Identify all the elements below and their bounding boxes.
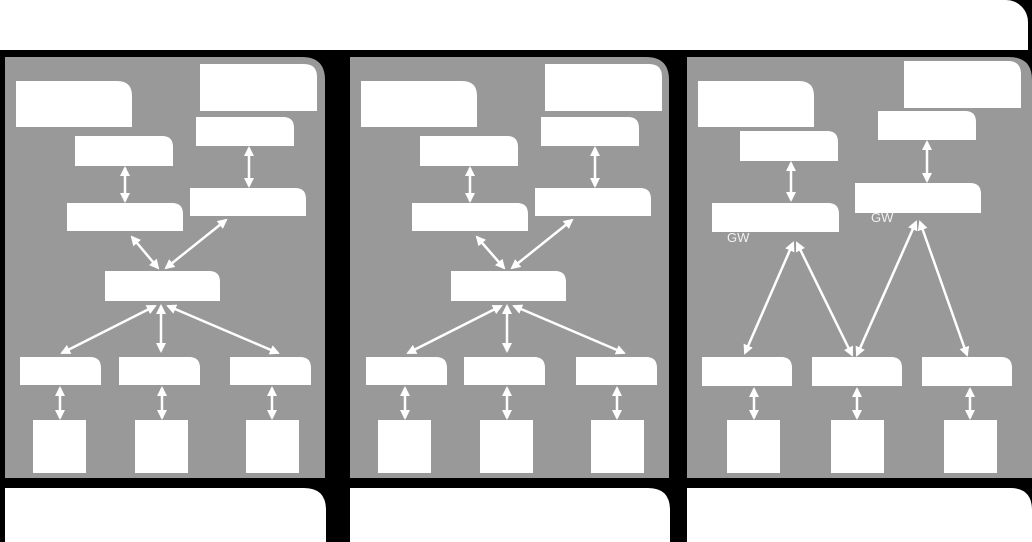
panel-1-arrow-3 [130, 235, 160, 270]
gateway-label-left: GW [727, 230, 750, 245]
panel-1-arrow-5 [60, 304, 157, 355]
bottom-box-3 [687, 488, 1032, 542]
panel-3-box-node-2 [812, 357, 902, 386]
panel-3-arrow-4 [795, 241, 854, 357]
panel-3-box-tier2-right [878, 111, 976, 140]
panel-2-box-tier2-right [541, 117, 639, 146]
panel-2-box-tier2-left [420, 136, 518, 166]
panel-2-box-top-right [545, 64, 662, 111]
bottom-box-2 [350, 488, 670, 542]
panel-2-box-node-1 [366, 357, 447, 385]
panel-1-box-tier3-left [67, 203, 183, 231]
panel-1-box-tier2-left [75, 136, 173, 166]
panel-3-box-tier2-left [740, 131, 838, 161]
gateway-label-right: GW [871, 210, 894, 225]
panel-2-box-top-left [361, 81, 477, 127]
panel-1-box-hub [105, 271, 220, 301]
panel-2-arrow-3 [475, 235, 506, 270]
panel-2-box-tier3-right [535, 188, 651, 216]
panel-1-device-3 [246, 420, 299, 473]
panel-2-box-node-3 [576, 357, 657, 385]
panel-2-device-3 [591, 420, 644, 473]
panel-3-box-node-1 [702, 357, 792, 386]
panel-3-box-top-right [904, 61, 1021, 108]
top-banner [0, 0, 1028, 50]
panel-3-box-gateway-right [855, 183, 981, 213]
panel-1-box-tier2-right [196, 117, 294, 146]
panel-1-box-node-2 [119, 357, 200, 385]
bottom-box-1 [5, 488, 326, 542]
panel-1-device-2 [135, 420, 188, 473]
panel-3-box-top-left [698, 81, 814, 127]
panel-2-arrow-5 [406, 304, 503, 355]
panel-1-box-node-1 [20, 357, 101, 385]
panel-3-box-node-3 [922, 357, 1012, 386]
panel-2-device-1 [378, 420, 431, 473]
panel-3-device-3 [944, 420, 997, 473]
panel-1-device-1 [33, 420, 86, 473]
panel-2-arrow-7 [512, 304, 626, 355]
panel-1 [5, 57, 325, 478]
panel-1-box-top-right [200, 64, 317, 111]
panel-2-box-tier3-left [412, 203, 528, 231]
panel-3 [687, 57, 1032, 478]
panel-1-arrow-7 [166, 304, 280, 355]
panel-3-arrow-3 [743, 241, 795, 355]
panel-1-box-tier3-right [190, 188, 306, 216]
panel-2 [350, 57, 669, 478]
panel-3-arrow-6 [917, 220, 970, 357]
panel-2-box-node-2 [464, 357, 545, 385]
panel-1-arrow-4 [164, 218, 228, 270]
panel-3-device-2 [831, 420, 884, 473]
panel-2-box-hub [451, 271, 566, 301]
panel-3-box-gateway-left [712, 203, 839, 232]
panel-3-arrow-5 [855, 220, 918, 357]
panel-3-device-1 [727, 420, 780, 473]
panel-1-box-top-left [16, 81, 132, 127]
panel-1-box-node-3 [230, 357, 311, 385]
panel-2-device-2 [480, 420, 533, 473]
panel-2-arrow-4 [510, 218, 574, 270]
